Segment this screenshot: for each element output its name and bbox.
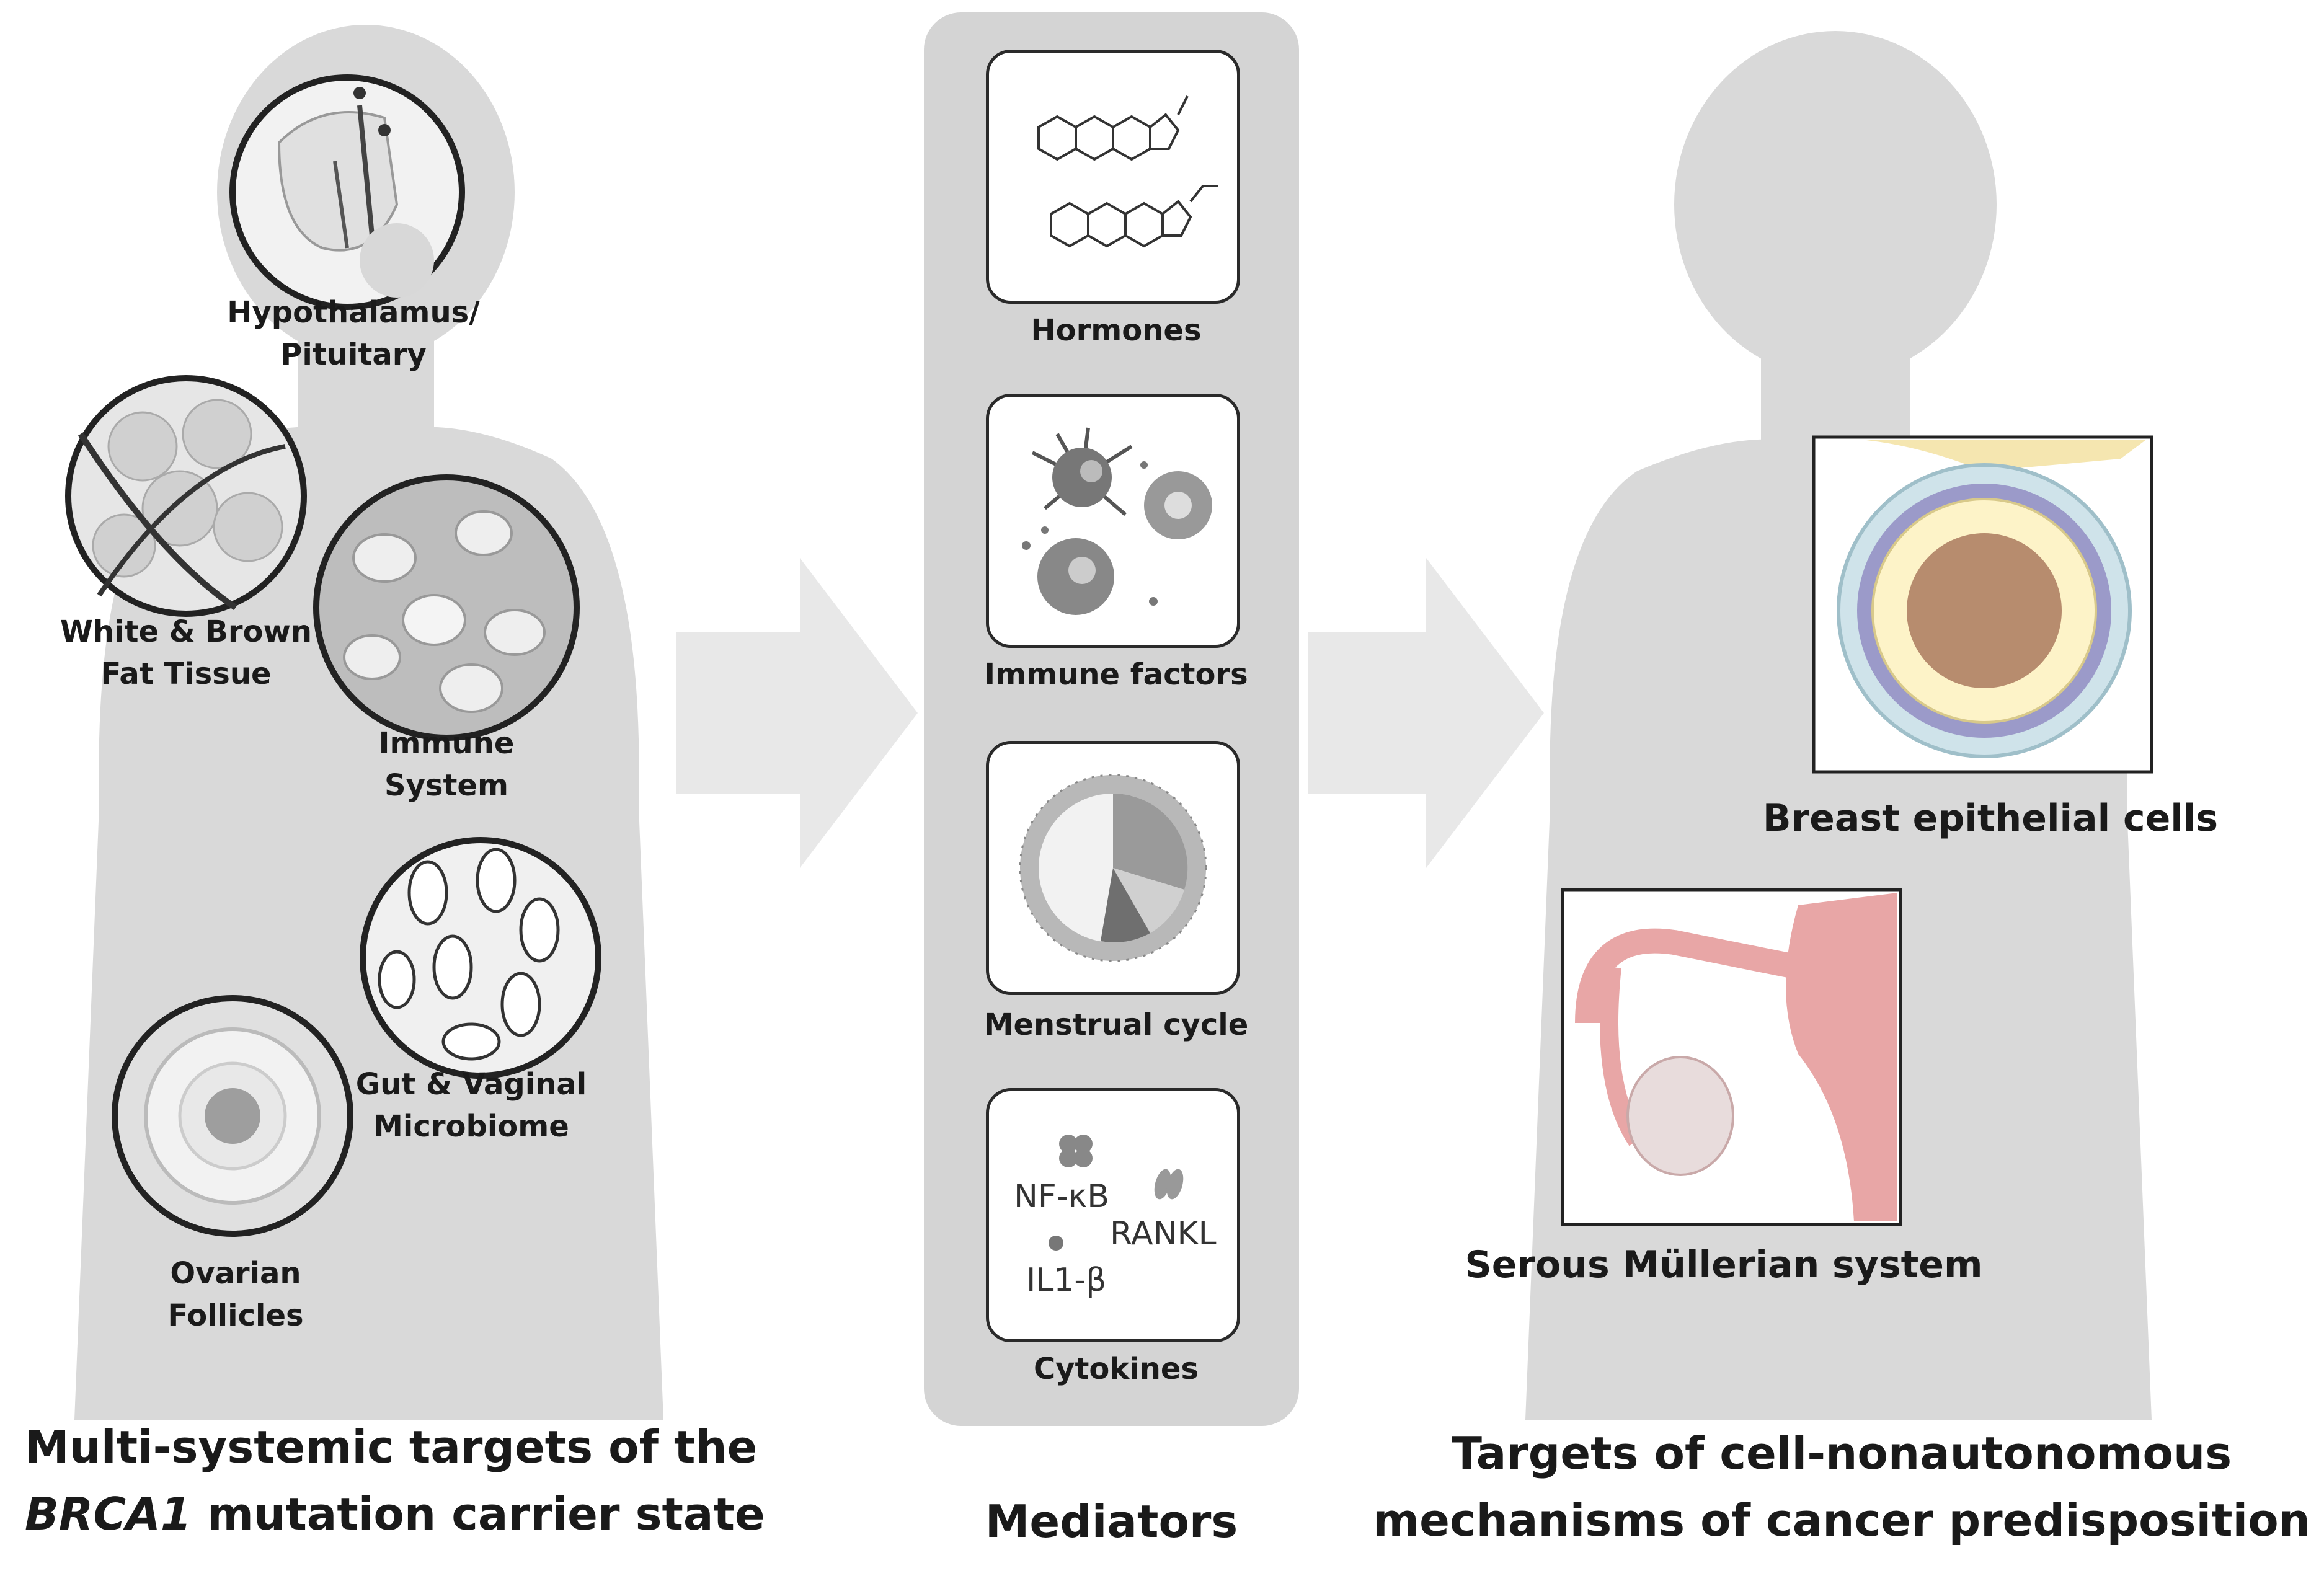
menstrual-cycle-box [986,741,1240,995]
ovarian-follicles-illustration [112,995,353,1237]
cytokine-il1b: IL1-β [1026,1262,1107,1299]
mediators-panel [924,12,1299,1426]
hypothalamus-illustration [229,74,465,310]
mullerian-illustration [1561,888,1902,1226]
label-ovarian-follicles: Ovarian Follicles [167,1256,304,1333]
cytokines-box: NF-κB RANKL IL1-β [986,1088,1240,1342]
left-arrow-shape [676,558,918,868]
hormones-box [986,50,1240,304]
gut-microbiome-illustration [360,837,601,1079]
breast-epithelial-illustration [1812,435,2153,774]
cytokine-molecules-icon [1049,1135,1184,1251]
cytokine-rankl: RANKL [1110,1215,1217,1252]
label-hormones: Hormones [1031,313,1202,348]
immune-factors-box [986,394,1240,648]
left-title-line2-rest: mutation carrier state [191,1488,765,1540]
hormone-structures-icon [1037,95,1218,248]
label-serous-mullerian: Serous Müllerian system [1465,1243,1983,1286]
left-title-gene: BRCA1 [25,1488,192,1540]
cytokine-nfkb: NF-κB [1014,1178,1109,1215]
left-title-line2: BRCA1 mutation carrier state [25,1481,769,1547]
left-panel-title: Multi-systemic targets of the BRCA1 muta… [25,1414,769,1547]
immune-system-illustration [313,474,580,741]
menstrual-cycle-icon [1019,774,1207,962]
fat-tissue-illustration [65,375,307,617]
right-title-line2: mechanisms of cancer predisposition [1373,1494,2310,1546]
label-cytokines: Cytokines [1033,1352,1199,1386]
right-arrow-shape [1308,558,1544,868]
left-title-line1: Multi-systemic targets of the [25,1421,758,1473]
label-breast-epithelial: Breast epithelial cells [1762,797,2219,840]
right-panel-title: Targets of cell-nonautonomous mechanisms… [1364,1420,2319,1554]
label-gut-microbiome: Gut & Vaginal Microbiome [355,1067,587,1144]
label-immune-system: Immune System [378,726,515,803]
immune-cells-icon [1022,427,1212,615]
label-immune-factors: Immune factors [984,657,1248,692]
label-fat-tissue: White & Brown Fat Tissue [60,614,313,691]
label-menstrual-cycle: Menstrual cycle [983,1007,1249,1042]
label-hypothalamus: Hypothalamus/ Pituitary [227,295,480,372]
right-title-line1: Targets of cell-nonautonomous [1451,1427,2232,1479]
middle-panel-title: Mediators [985,1495,1238,1547]
